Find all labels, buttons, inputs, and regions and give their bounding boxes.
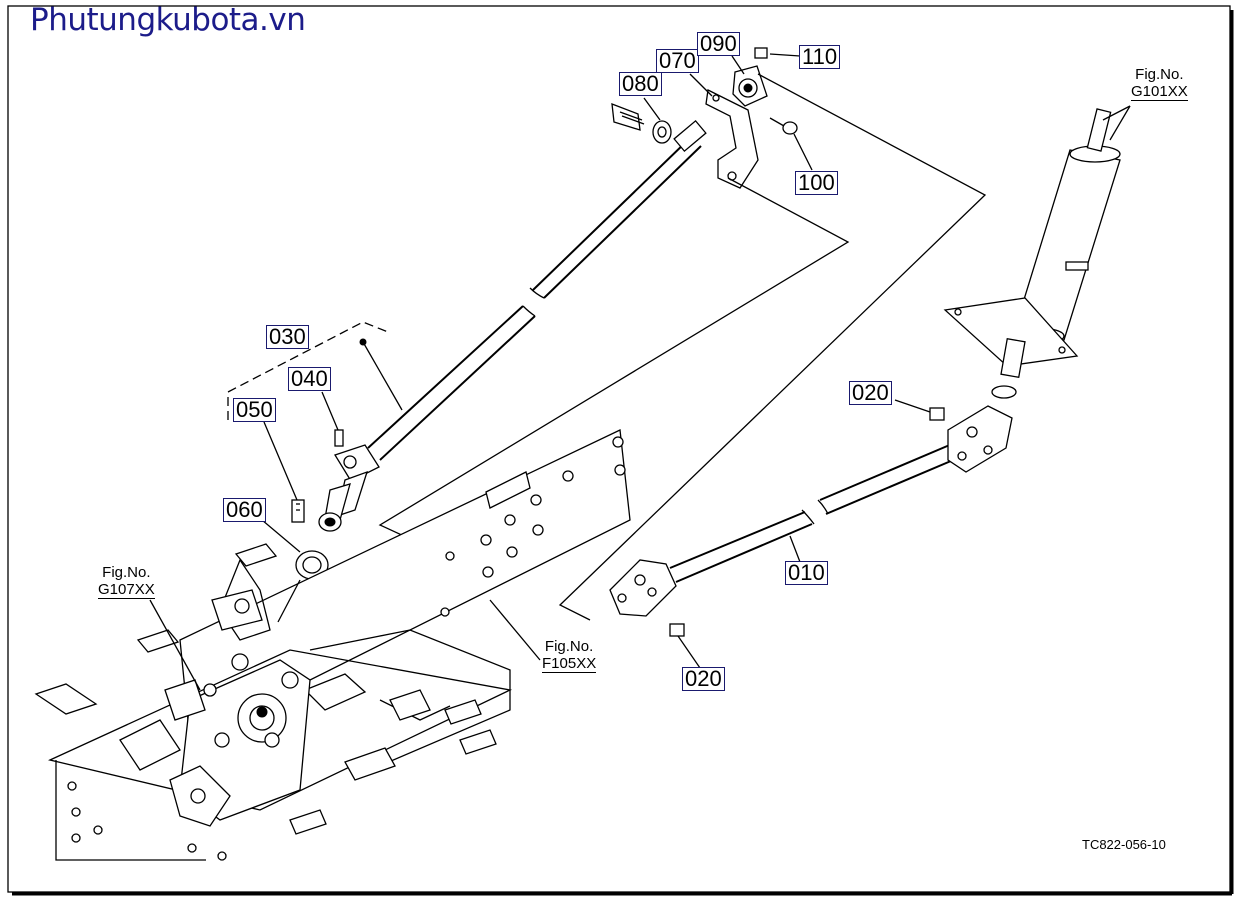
figure-ref-f105-code: F105XX (542, 655, 597, 673)
callout-020-lower[interactable]: 020 (682, 667, 725, 691)
callout-060[interactable]: 060 (223, 498, 266, 522)
grease-nipple-040 (321, 391, 344, 447)
bolt-050 (263, 421, 305, 523)
callout-080[interactable]: 080 (619, 72, 662, 96)
frame-border (7, 5, 1231, 893)
figure-ref-g107-code: G107XX (98, 581, 155, 599)
leader-090-lower (558, 73, 987, 621)
steering-column (943, 105, 1131, 399)
callout-110[interactable]: 110 (799, 45, 841, 69)
nut-100 (769, 117, 813, 171)
power-steering-pump (119, 579, 541, 827)
bushing-060 (261, 519, 329, 580)
callout-020-upper[interactable]: 020 (849, 381, 892, 405)
upper-shaft-030 (318, 119, 707, 532)
callout-050[interactable]: 050 (233, 398, 276, 422)
bolt-020-lower (669, 623, 701, 669)
lower-shaft-010 (609, 405, 1013, 617)
callout-010[interactable]: 010 (785, 561, 828, 585)
bolt-110 (754, 47, 801, 59)
callout-040[interactable]: 040 (288, 367, 331, 391)
assembly-bracket-030 (227, 321, 389, 420)
figure-ref-f105-label: Fig.No. (544, 638, 594, 655)
drawing-code: TC822-056-10 (1082, 837, 1166, 852)
figure-ref-g107-label: Fig.No. (102, 564, 151, 581)
figure-ref-f105[interactable]: Fig.No. F105XX (542, 638, 597, 673)
callout-070[interactable]: 070 (656, 49, 699, 73)
figure-ref-g107[interactable]: Fig.No. G107XX (98, 564, 155, 599)
tractor-frame (34, 429, 631, 861)
watermark-logo: Phutungkubota.vn (30, 2, 306, 38)
callout-100[interactable]: 100 (795, 171, 838, 195)
figure-ref-g101-label: Fig.No. (1135, 66, 1184, 83)
callout-090[interactable]: 090 (697, 32, 740, 56)
bolt-020-upper (894, 399, 945, 421)
flange-090 (731, 55, 768, 107)
figure-ref-g101[interactable]: Fig.No. G101XX (1131, 66, 1188, 101)
callout-030[interactable]: 030 (266, 325, 309, 349)
bracket-070 (689, 73, 759, 189)
figure-ref-g101-code: G101XX (1131, 83, 1188, 101)
bolt-080 (611, 97, 672, 144)
